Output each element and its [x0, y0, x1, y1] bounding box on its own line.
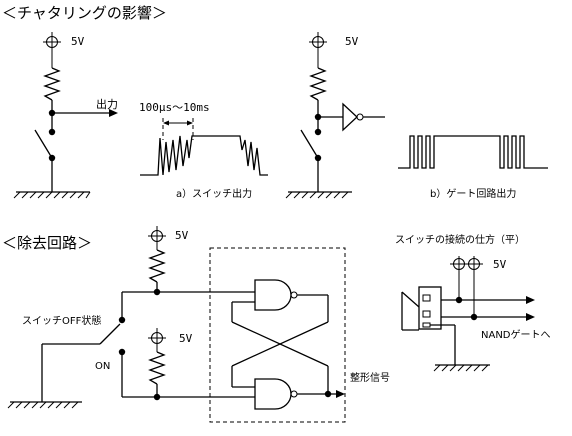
caption-gate-output: b）ゲート回路出力 [430, 187, 516, 200]
switch-lever-icon [300, 129, 319, 159]
supply-label-e: 5V [493, 258, 507, 271]
inverter-gate-icon [342, 102, 358, 132]
heading-removal-circuit: ＜除去回路＞ [2, 234, 92, 252]
resistor-icon [148, 249, 166, 283]
supply-label-c: 5V [175, 229, 189, 242]
nand-gate-destination-label: NANDゲートへ [481, 329, 551, 341]
switch-lever-icon [99, 323, 121, 345]
switch-circuit-a [13, 32, 118, 199]
on-label: ON [95, 361, 110, 372]
waveform-switch-output [140, 118, 268, 176]
switch-lever-icon [34, 129, 53, 159]
switch-connection-detail [401, 256, 535, 372]
shaped-signal-label: 整形信号 [350, 371, 390, 384]
caption-switch-output: a）スイッチ出力 [176, 187, 252, 200]
removal-circuit [7, 226, 346, 423]
resistor-icon [309, 67, 327, 101]
nand-gate-top-icon [254, 279, 292, 311]
heading-chattering-effect: ＜チャタリングの影響＞ [2, 4, 167, 22]
output-arrow-icon [336, 390, 345, 398]
switch-body-icon [418, 286, 442, 330]
output-arrow-icon [109, 109, 118, 117]
waveform-gate-output [398, 135, 548, 169]
resistor-icon [43, 67, 61, 101]
switch-off-state-label: スイッチOFF状態 [22, 314, 101, 327]
switch-circuit-b [285, 32, 385, 199]
nand-gate-bottom-icon [254, 378, 292, 410]
supply-label-a: 5V [71, 35, 85, 48]
supply-label-d: 5V [179, 332, 193, 345]
supply-label-b: 5V [345, 35, 359, 48]
resistor-icon [148, 351, 166, 385]
flip-flop-box [209, 247, 346, 423]
connection-title: スイッチの接続の仕方（平） [395, 233, 525, 246]
output-label: 出力 [96, 97, 118, 111]
timing-label: 100μs～10ms [139, 101, 210, 114]
